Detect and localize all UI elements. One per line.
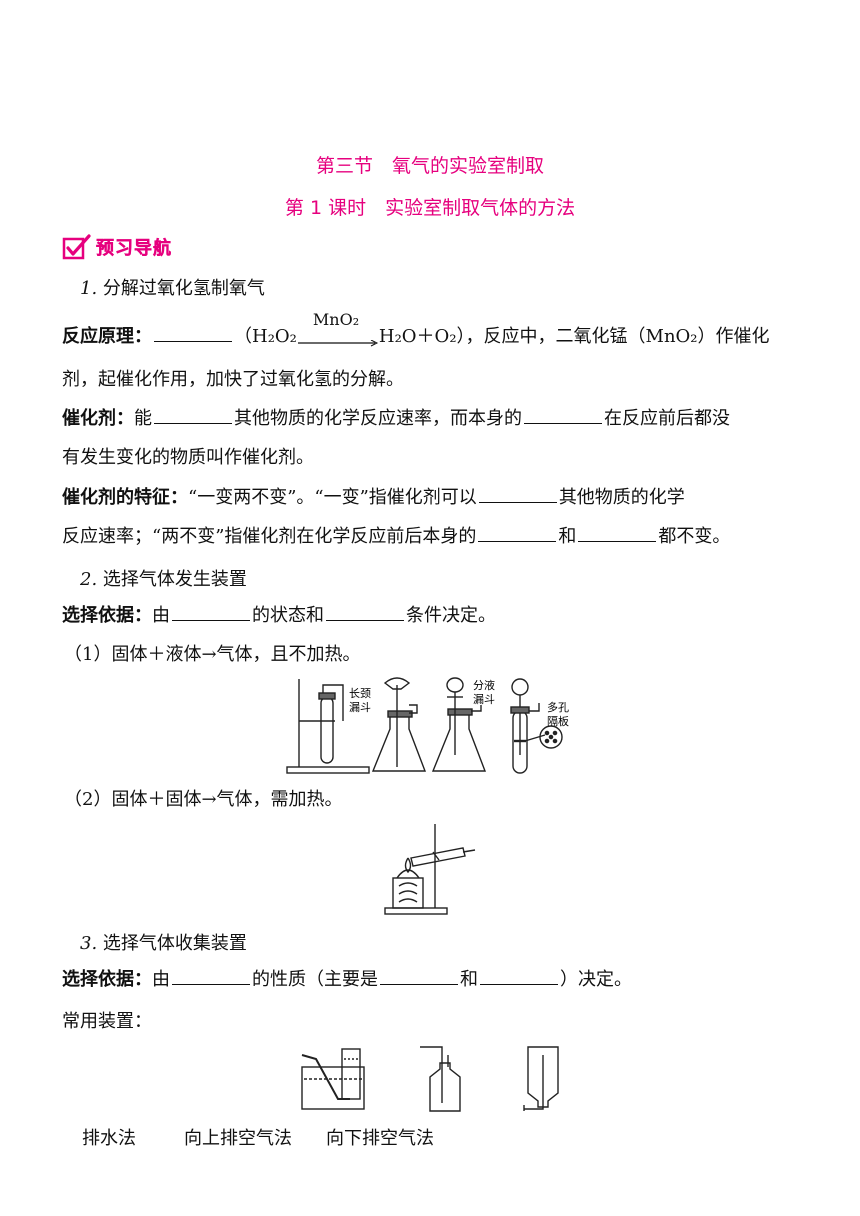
blank[interactable]: [326, 604, 404, 621]
label-sep-funnel-1: 分液: [473, 678, 495, 692]
feature-line: 催化剂的特征：“一变两不变”。“一变”指催化剂可以其他物质的化学: [62, 486, 685, 508]
generator-apparatus-figure: 长颈 漏斗 分液 漏斗 多孔 隔板: [286, 677, 569, 774]
blank[interactable]: [480, 968, 558, 985]
section-title: 第三节 氧气的实验室制取: [315, 155, 544, 177]
badge-label: 预习导航: [96, 238, 172, 259]
upward-air-displacement-bottle: [420, 1046, 461, 1112]
blank[interactable]: [154, 407, 232, 424]
catalyst-line-2: 有发生变化的物质叫作催化剂。: [62, 447, 314, 468]
label-plate-1: 多孔: [547, 700, 569, 714]
catalyst-line: 催化剂：能其他物质的化学反应速率，而本身的在反应前后都没: [62, 407, 730, 429]
blank[interactable]: [578, 525, 657, 542]
water-displacement-apparatus: [301, 1048, 365, 1110]
lesson-title: 第 1 课时 实验室制取气体的方法: [284, 197, 576, 219]
method-downward-air: 向下排空气法: [326, 1128, 434, 1149]
part3-heading: 3. 选择气体收集装置: [80, 933, 247, 954]
blank[interactable]: [172, 604, 250, 621]
blank[interactable]: [172, 968, 250, 985]
collection-apparatus-figure: [301, 1046, 559, 1112]
label-sep-funnel-2: 漏斗: [473, 693, 495, 706]
blank[interactable]: [478, 525, 557, 542]
label-long-funnel-2: 漏斗: [349, 701, 371, 714]
preview-badge: 预习导航: [62, 232, 172, 262]
case2-text: （2）固体＋固体→气体，需加热。: [64, 789, 343, 810]
catalyst-formula: MnO₂: [312, 310, 360, 329]
heating-apparatus-figure: [384, 824, 476, 915]
principle-line-2: 剂，起催化作用，加快了过氧化氢的分解。: [62, 369, 404, 390]
blank[interactable]: [380, 968, 458, 985]
blank[interactable]: [524, 407, 602, 424]
porous-plate-tube: [510, 678, 563, 774]
method-water: 排水法: [82, 1128, 136, 1149]
principle-line: 反应原理：（H₂O₂ MnO₂ H₂O＋O₂），反应中，二氧化锰（MnO₂）作催…: [62, 310, 770, 347]
part2-heading: 2. 选择气体发生装置: [80, 569, 247, 590]
feature-line-2: 反应速率；“两不变”指催化剂在化学反应前后本身的和都不变。: [62, 525, 731, 547]
blank[interactable]: [154, 325, 232, 342]
blank[interactable]: [478, 486, 557, 503]
downward-air-displacement-bottle: [523, 1046, 559, 1111]
label-plate-2: 隔板: [547, 714, 569, 728]
part3-basis-line: 选择依据：由的性质（主要是和）决定。: [62, 968, 632, 990]
case1-text: （1）固体＋液体→气体，且不加热。: [64, 644, 361, 665]
long-neck-funnel-flask: [371, 677, 427, 772]
test-tube-stand: [286, 679, 370, 774]
method-upward-air: 向上排空气法: [184, 1128, 292, 1149]
reaction-arrow: MnO₂: [297, 310, 379, 347]
part1-heading: 1. 分解过氧化氢制氧气: [80, 278, 265, 299]
checkbox-icon: [62, 234, 92, 260]
common-devices-label: 常用装置：: [62, 1011, 152, 1032]
label-long-funnel-1: 长颈: [349, 687, 371, 700]
separatory-funnel-flask: [431, 677, 487, 772]
part2-basis-line: 选择依据：由的状态和条件决定。: [62, 604, 496, 626]
